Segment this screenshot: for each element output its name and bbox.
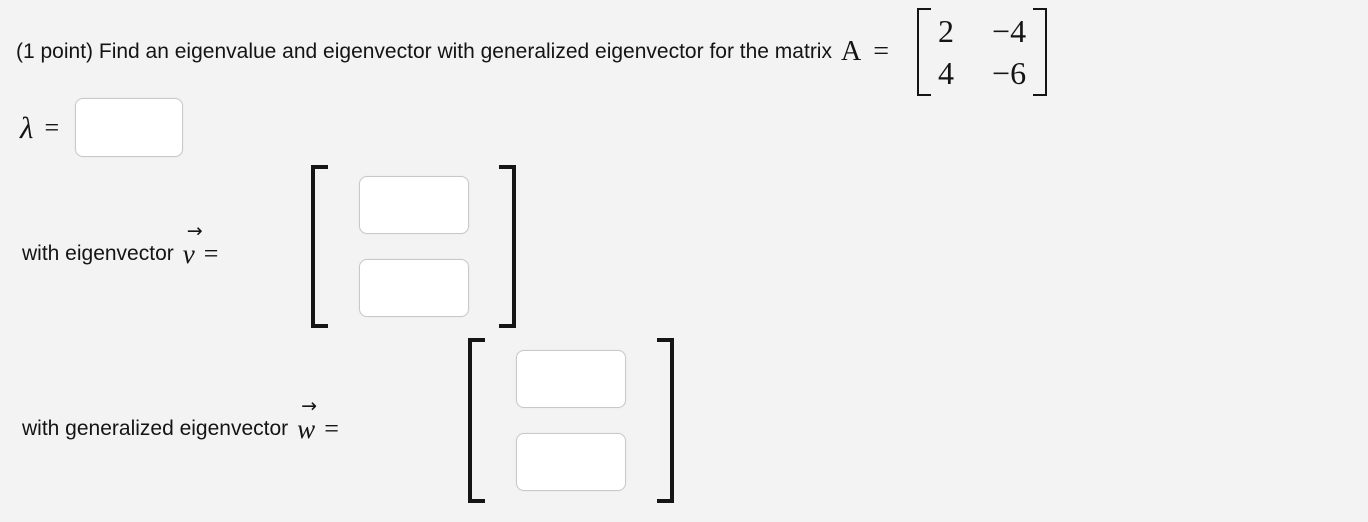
matrix-cell-a11: 2 <box>938 13 955 49</box>
vector-w-symbol: → w <box>297 396 317 444</box>
matrix-bracket-right <box>1033 8 1048 96</box>
generalized-matrix <box>468 338 674 503</box>
eigenvector-label-row: with eigenvector → v = <box>22 221 219 270</box>
generalized-input-row1[interactable] <box>516 350 626 408</box>
vector-w-letter: w <box>297 413 316 444</box>
matrix-symbol-A: A <box>840 36 862 67</box>
eigenvector-inputs <box>328 165 499 328</box>
eigenvector-equals-sign: = <box>203 239 219 268</box>
vector-v-letter: v <box>182 238 195 269</box>
generalized-inputs <box>485 338 657 503</box>
matrix-A-entries: 2 −4 4 −6 <box>931 8 1033 96</box>
eigenvector-matrix <box>311 165 516 328</box>
eigenvector-bracket-right <box>499 165 516 328</box>
vector-arrow-icon: → <box>186 219 203 242</box>
generalized-input-row2[interactable] <box>516 433 626 491</box>
generalized-equals-sign: = <box>324 414 339 443</box>
problem-text: (1 point) Find an eigenvalue and eigenve… <box>16 40 832 63</box>
matrix-A: 2 −4 4 −6 <box>917 8 1048 96</box>
lambda-row: λ = <box>20 98 184 157</box>
problem-statement-row: (1 point) Find an eigenvalue and eigenve… <box>16 0 1048 104</box>
equals-sign: = <box>873 36 890 67</box>
vector-arrow-icon: → <box>301 394 318 417</box>
generalized-label-row: with generalized eigenvector → w = <box>22 396 339 445</box>
matrix-bracket-left <box>917 8 932 96</box>
generalized-bracket-left <box>468 338 485 503</box>
generalized-label: with generalized eigenvector <box>22 417 289 440</box>
eigenvector-bracket-left <box>311 165 328 328</box>
vector-v-symbol: → v <box>182 221 203 269</box>
lambda-input[interactable] <box>75 98 184 157</box>
generalized-bracket-right <box>657 338 674 503</box>
matrix-cell-a21: 4 <box>938 55 955 91</box>
matrix-cell-a22: −6 <box>992 55 1027 91</box>
eigenvector-input-row2[interactable] <box>358 259 469 317</box>
matrix-cell-a12: −4 <box>992 13 1027 49</box>
lambda-equals-sign: = <box>44 112 60 142</box>
eigenvector-input-row1[interactable] <box>358 176 469 234</box>
lambda-symbol: λ <box>20 110 34 145</box>
eigenvector-label: with eigenvector <box>22 242 174 265</box>
